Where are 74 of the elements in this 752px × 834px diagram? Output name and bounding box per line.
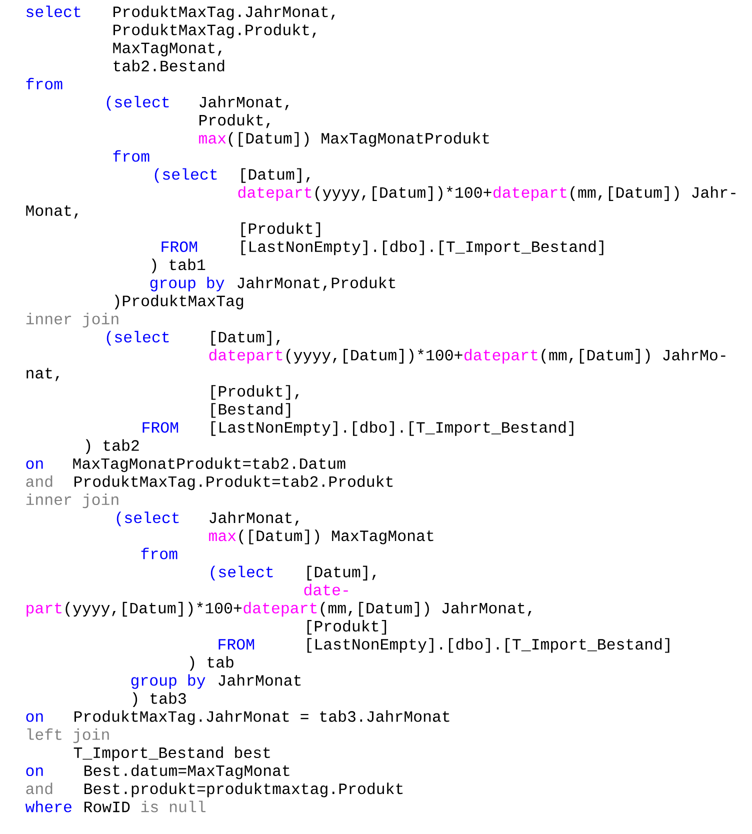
code-text: nat, bbox=[26, 368, 59, 382]
sql-keyword: FROM bbox=[162, 241, 198, 252]
code-text: ([Datum]) MaxTagMonat bbox=[239, 530, 434, 544]
code-text: [Produkt] bbox=[241, 222, 320, 238]
code-text: ) tab bbox=[190, 656, 234, 671]
function-name: datepart bbox=[494, 186, 566, 201]
code-text: ) tab3 bbox=[132, 692, 186, 707]
code-text: [LastNonEmpty].[dbo].[T_Import_Bestand] bbox=[307, 638, 670, 653]
sql-keyword: (select bbox=[154, 168, 217, 183]
code-text: (mm,[Datum]) Jahr- bbox=[570, 186, 736, 201]
sql-keyword: group by bbox=[150, 276, 224, 292]
code-text: )ProduktMaxTag bbox=[114, 294, 244, 310]
code-text: [Datum], bbox=[211, 330, 280, 346]
join-keyword: inner join bbox=[26, 494, 118, 508]
code-text: (yyyy,[Datum])*100+ bbox=[66, 602, 242, 617]
sql-keyword: select bbox=[26, 6, 80, 18]
function-name: datepart bbox=[209, 348, 282, 364]
sql-keyword: FROM bbox=[142, 422, 178, 433]
sql-keyword: on bbox=[26, 767, 43, 776]
sql-keyword: on bbox=[26, 460, 43, 469]
code-text: RowID bbox=[84, 802, 130, 812]
code-text: ProduktMaxTag.JahrMonat = tab3.JahrMonat bbox=[74, 710, 450, 725]
join-keyword: and bbox=[26, 782, 52, 794]
code-text: ProduktMaxTag.Produkt=tab2.Produkt bbox=[74, 475, 393, 490]
function-name: datepart bbox=[464, 348, 538, 364]
code-text: [Produkt] bbox=[307, 620, 386, 635]
sql-keyword: from bbox=[26, 78, 62, 90]
join-keyword: inner join bbox=[26, 312, 118, 328]
function-name: datepart bbox=[238, 186, 312, 201]
code-text: MaxTagMonatProdukt=tab2.Datum bbox=[73, 457, 346, 472]
sql-keyword: from bbox=[113, 150, 150, 162]
code-text: (yyyy,[Datum])*100+ bbox=[286, 348, 462, 364]
code-text: (mm,[Datum]) JahrMo- bbox=[542, 348, 726, 364]
join-keyword: and bbox=[26, 475, 52, 488]
function-name: max bbox=[209, 532, 236, 542]
sql-keyword: where bbox=[25, 800, 72, 812]
code-text: JahrMonat bbox=[218, 674, 301, 686]
code-text: [Datum], bbox=[241, 168, 310, 183]
code-text: Produkt, bbox=[200, 114, 270, 128]
code-text: JahrMonat, bbox=[210, 512, 299, 526]
code-text: [Bestand] bbox=[211, 403, 290, 418]
code-text: Best.produkt=produktmaxtag.Produkt bbox=[84, 782, 403, 798]
code-text: ) tab2 bbox=[86, 439, 139, 454]
code-text: ProduktMaxTag.Produkt, bbox=[114, 24, 316, 38]
sql-keyword: (select bbox=[210, 566, 273, 580]
code-text: [LastNonEmpty].[dbo].[T_Import_Bestand] bbox=[241, 240, 604, 256]
function-name: date- bbox=[304, 584, 348, 596]
join-keyword: left join bbox=[27, 728, 109, 744]
code-text: [Datum], bbox=[307, 566, 376, 580]
code-text: Monat, bbox=[26, 205, 78, 219]
code-text: (yyyy,[Datum])*100+ bbox=[316, 186, 492, 201]
code-text: JahrMonat, bbox=[200, 96, 289, 110]
code-text: (mm,[Datum]) JahrMonat, bbox=[320, 602, 532, 617]
code-text: ([Datum]) MaxTagMonatProdukt bbox=[228, 132, 489, 147]
code-text: ) tab1 bbox=[152, 258, 206, 274]
code-text: ProduktMaxTag.JahrMonat, bbox=[114, 6, 335, 20]
sql-keyword: FROM bbox=[218, 638, 254, 650]
code-text: [Produkt], bbox=[211, 385, 299, 400]
sql-keyword: group by bbox=[131, 674, 206, 689]
code-text: T_Import_Bestand best bbox=[74, 746, 270, 762]
function-name: part bbox=[26, 602, 62, 617]
code-text: [LastNonEmpty].[dbo].[T_Import_Bestand] bbox=[211, 421, 574, 436]
function-name: max bbox=[199, 135, 226, 144]
sql-keyword: (select bbox=[106, 330, 169, 346]
sql-keyword: (select bbox=[106, 96, 169, 111]
join-keyword: is null bbox=[141, 800, 206, 812]
code-text: MaxTagMonat, bbox=[113, 42, 222, 56]
code-text: Best.datum=MaxTagMonat bbox=[84, 764, 290, 780]
code-text: tab2.Bestand bbox=[114, 60, 224, 72]
sql-keyword: (select bbox=[116, 512, 179, 526]
sql-keyword: from bbox=[141, 548, 178, 560]
sql-keyword: on bbox=[26, 713, 43, 722]
function-name: datepart bbox=[244, 602, 317, 617]
code-text: JahrMonat,Produkt bbox=[238, 276, 396, 291]
